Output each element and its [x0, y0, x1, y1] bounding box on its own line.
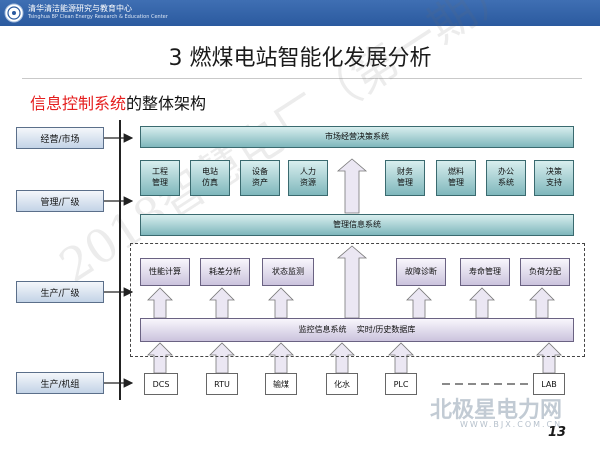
source-coal-handling: 输煤 — [265, 373, 297, 395]
level-divider-line — [119, 120, 121, 400]
level-label-prod-unit: 生产/机组 — [16, 372, 104, 394]
prod-module-loss-analysis: 耗差分析 — [200, 258, 250, 286]
supervisory-info-system: 监控信息系统 实时/历史数据库 — [140, 318, 574, 342]
mgmt-module-assets: 设备资产 — [240, 160, 280, 196]
level-label-prod-plant: 生产/厂级 — [16, 281, 104, 303]
prod-module-performance: 性能计算 — [140, 258, 190, 286]
page-number: 13 — [548, 425, 567, 440]
mgmt-module-finance: 财务管理 — [385, 160, 425, 196]
header-bar — [0, 0, 600, 26]
source-rtu: RTU — [206, 373, 238, 395]
mgmt-module-simulation: 电站仿真 — [190, 160, 230, 196]
mgmt-module-office: 办公系统 — [486, 160, 526, 196]
prod-module-life-mgmt: 寿命管理 — [460, 258, 510, 286]
source-lab: LAB — [533, 373, 565, 395]
org-name-cn: 清华清洁能源研究与教育中心 — [28, 4, 132, 13]
prod-module-fault-diagnosis: 故障诊断 — [396, 258, 446, 286]
subtitle-rest: 的整体架构 — [126, 94, 207, 113]
mgmt-module-decision: 决策支持 — [534, 160, 574, 196]
market-decision-system: 市场经营决策系统 — [140, 126, 574, 148]
slide-title: 3 燃煤电站智能化发展分析 — [168, 46, 432, 71]
level-arrows — [104, 133, 134, 388]
bjx-logo: 北极星电力网 — [430, 398, 563, 423]
source-dcs: DCS — [144, 373, 178, 395]
title-divider — [22, 78, 582, 79]
slide-subtitle: 信息控制系统的整体架构 — [30, 90, 206, 114]
source-water-chemistry: 化水 — [326, 373, 358, 395]
management-info-system: 管理信息系统 — [140, 214, 574, 236]
level-label-mgmt: 管理/厂级 — [16, 190, 104, 212]
bjx-url: WWW.BJX.COM.CN — [460, 420, 563, 429]
prod-module-load-dispatch: 负荷分配 — [520, 258, 570, 286]
hollow-up-arrows — [147, 158, 562, 374]
mgmt-module-engineering: 工程管理 — [140, 160, 180, 196]
mgmt-module-fuel: 燃料管理 — [436, 160, 476, 196]
prod-module-condition-monitor: 状态监测 — [262, 258, 314, 286]
tsinghua-logo-icon — [4, 3, 24, 23]
subtitle-highlight: 信息控制系统 — [30, 94, 127, 113]
mgmt-module-hr: 人力资源 — [288, 160, 328, 196]
source-plc: PLC — [385, 373, 417, 395]
production-area-frame — [130, 243, 585, 357]
level-label-market: 经营/市场 — [16, 127, 104, 149]
org-name-en: Tsinghua BP Clean Energy Research & Educ… — [28, 14, 168, 20]
